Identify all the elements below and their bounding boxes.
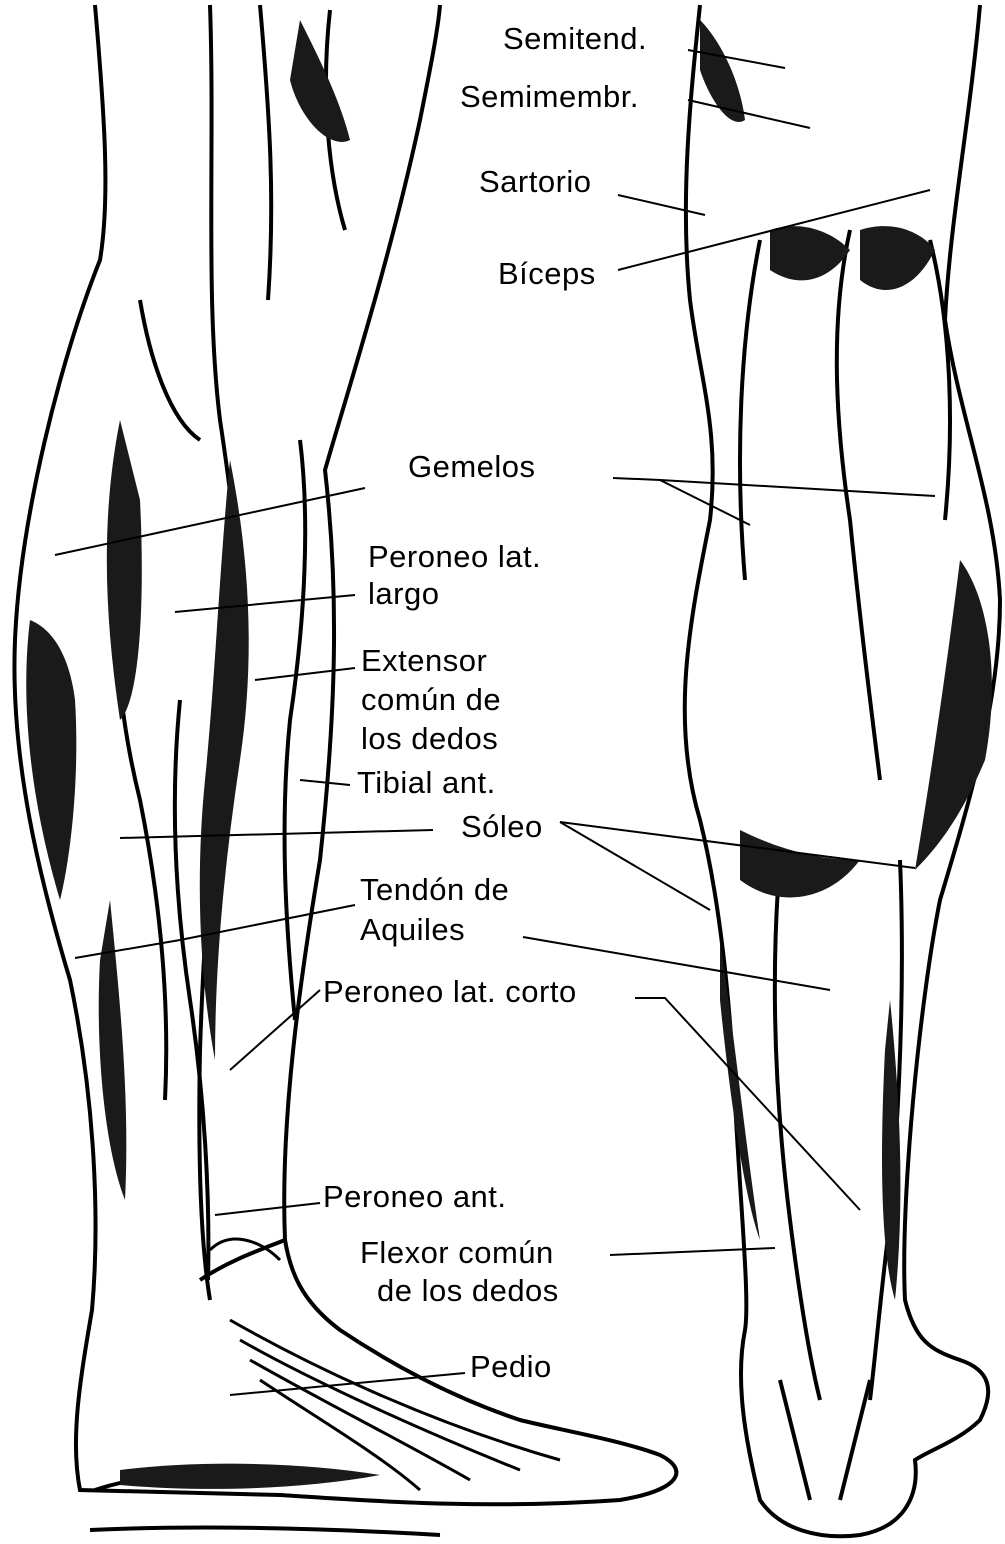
label-flexor-line1: Flexor común xyxy=(360,1234,559,1272)
label-flexor-line2: de los dedos xyxy=(360,1272,559,1310)
label-peroneo-lat-largo-line2: largo xyxy=(368,575,541,612)
label-peroneo-ant: Peroneo ant. xyxy=(323,1178,507,1215)
label-sartorio: Sartorio xyxy=(479,163,592,200)
label-gemelos: Gemelos xyxy=(408,448,536,485)
label-peroneo-lat-largo: Peroneo lat. largo xyxy=(368,538,541,612)
label-semimembr: Semimembr. xyxy=(460,78,639,115)
label-aquiles-line1: Tendón de xyxy=(360,870,509,910)
label-extensor-comun: Extensor común de los dedos xyxy=(361,641,501,758)
label-tendon-aquiles: Tendón de Aquiles xyxy=(360,870,509,950)
label-extensor-line3: los dedos xyxy=(361,719,501,758)
label-soleo: Sóleo xyxy=(461,808,543,845)
label-extensor-line2: común de xyxy=(361,680,501,719)
label-biceps: Bíceps xyxy=(498,255,596,292)
label-peroneo-lat-corto: Peroneo lat. corto xyxy=(323,973,577,1010)
label-flexor-comun: Flexor común de los dedos xyxy=(360,1234,559,1310)
label-pedio: Pedio xyxy=(470,1348,552,1385)
label-tibial-ant: Tibial ant. xyxy=(357,764,496,801)
front-leg-shading xyxy=(26,20,380,1489)
front-leg-drawing xyxy=(14,5,676,1535)
label-peroneo-lat-largo-line1: Peroneo lat. xyxy=(368,538,541,575)
label-extensor-line1: Extensor xyxy=(361,641,501,680)
label-aquiles-line2: Aquiles xyxy=(360,910,509,950)
label-semitend: Semitend. xyxy=(503,20,647,57)
